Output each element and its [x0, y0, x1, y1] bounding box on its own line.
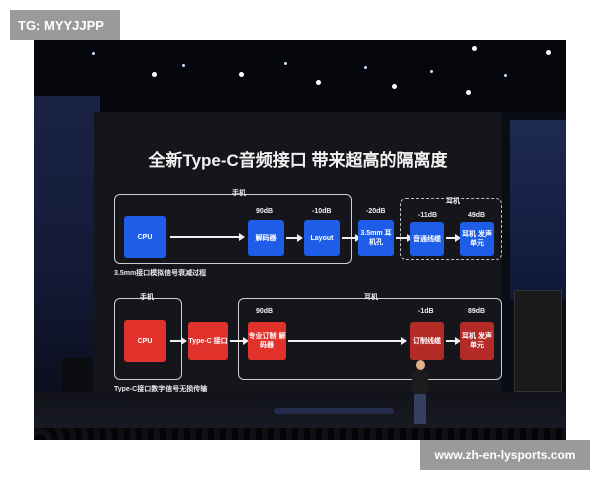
- phone-frame-analog: [114, 194, 352, 264]
- stage-light: [466, 90, 471, 95]
- arrow: [286, 234, 303, 242]
- stage-light: [284, 62, 287, 65]
- watermark-top: TG: MYYJJPP: [10, 10, 120, 40]
- ceiling: [34, 40, 566, 112]
- decoder-box-analog: 解码器: [248, 220, 284, 256]
- decoder-box-digital: 专业订制 解码器: [248, 322, 286, 360]
- slide-title: 全新Type-C音频接口 带来超高的隔离度: [148, 151, 448, 170]
- db-line-analog: -11dB: [418, 212, 438, 219]
- stage-light: [239, 72, 244, 77]
- earphone-frame-digital: [238, 298, 502, 380]
- phone-label-digital: 手机: [140, 294, 154, 301]
- typec-box-digital: Type-C 接口: [188, 322, 228, 360]
- right-wall-panel: [510, 120, 566, 300]
- presenter: [410, 360, 430, 426]
- watermark-bottom: www.zh-en-lysports.com: [420, 440, 590, 470]
- arrow: [446, 337, 461, 345]
- stage-light: [92, 52, 95, 55]
- cpu-box-analog: CPU: [124, 216, 166, 258]
- stage-light: [546, 50, 551, 55]
- stage-light: [430, 70, 433, 73]
- line-box-analog: 音通线缆: [410, 222, 444, 256]
- layout-box-analog: Layout: [304, 220, 340, 256]
- db-speaker-digital: 89dB: [468, 308, 486, 315]
- line-box-digital: 订制线缆: [410, 322, 444, 360]
- db-layout-analog: -10dB: [312, 208, 332, 215]
- speaker-box-analog: 耳机 发声单元: [460, 222, 494, 256]
- jack-box-analog: 3.5mm 耳机孔: [358, 220, 394, 256]
- earphone-frame-analog: [400, 198, 502, 260]
- stage-light: [392, 84, 397, 89]
- stage-light: [152, 72, 157, 77]
- phone-label-analog: 手机: [232, 190, 246, 197]
- stage-light: [472, 46, 477, 51]
- cpu-box-digital: CPU: [124, 320, 166, 362]
- db-jack-analog: -20dB: [366, 208, 386, 215]
- speaker-box-digital: 耳机 发声单元: [460, 322, 494, 360]
- db-line-digital: -1dB: [418, 308, 434, 315]
- left-wall-panel: [34, 96, 100, 396]
- earphone-label-digital: 耳机: [364, 294, 378, 301]
- arrow: [446, 234, 461, 242]
- audience-silhouettes: [34, 428, 566, 440]
- db-speaker-analog: 49dB: [468, 212, 486, 219]
- arrow: [170, 233, 245, 241]
- stage-light: [182, 64, 185, 67]
- stage-light: [504, 74, 507, 77]
- earphone-label-analog: 耳机: [446, 198, 460, 205]
- arrow: [230, 337, 249, 345]
- stage-light: [364, 66, 367, 69]
- db-decoder-digital: 90dB: [256, 308, 274, 315]
- caption-digital: Type-C接口数字信号无损传输: [114, 386, 208, 393]
- arrow: [396, 234, 413, 242]
- stage-led-strip: [274, 408, 394, 414]
- db-decoder-analog: 90dB: [256, 208, 274, 215]
- caption-analog: 3.5mm接口模拟信号衰减过程: [114, 270, 207, 277]
- right-speaker: [514, 290, 562, 392]
- arrow: [288, 337, 407, 345]
- stage-light: [316, 80, 321, 85]
- presentation-screen: 全新Type-C音频接口 带来超高的隔离度 手机 耳机 CPU 90dB 解码器…: [94, 112, 502, 408]
- arrow: [170, 337, 187, 345]
- arrow: [342, 234, 361, 242]
- keynote-photo: 全新Type-C音频接口 带来超高的隔离度 手机 耳机 CPU 90dB 解码器…: [34, 40, 566, 440]
